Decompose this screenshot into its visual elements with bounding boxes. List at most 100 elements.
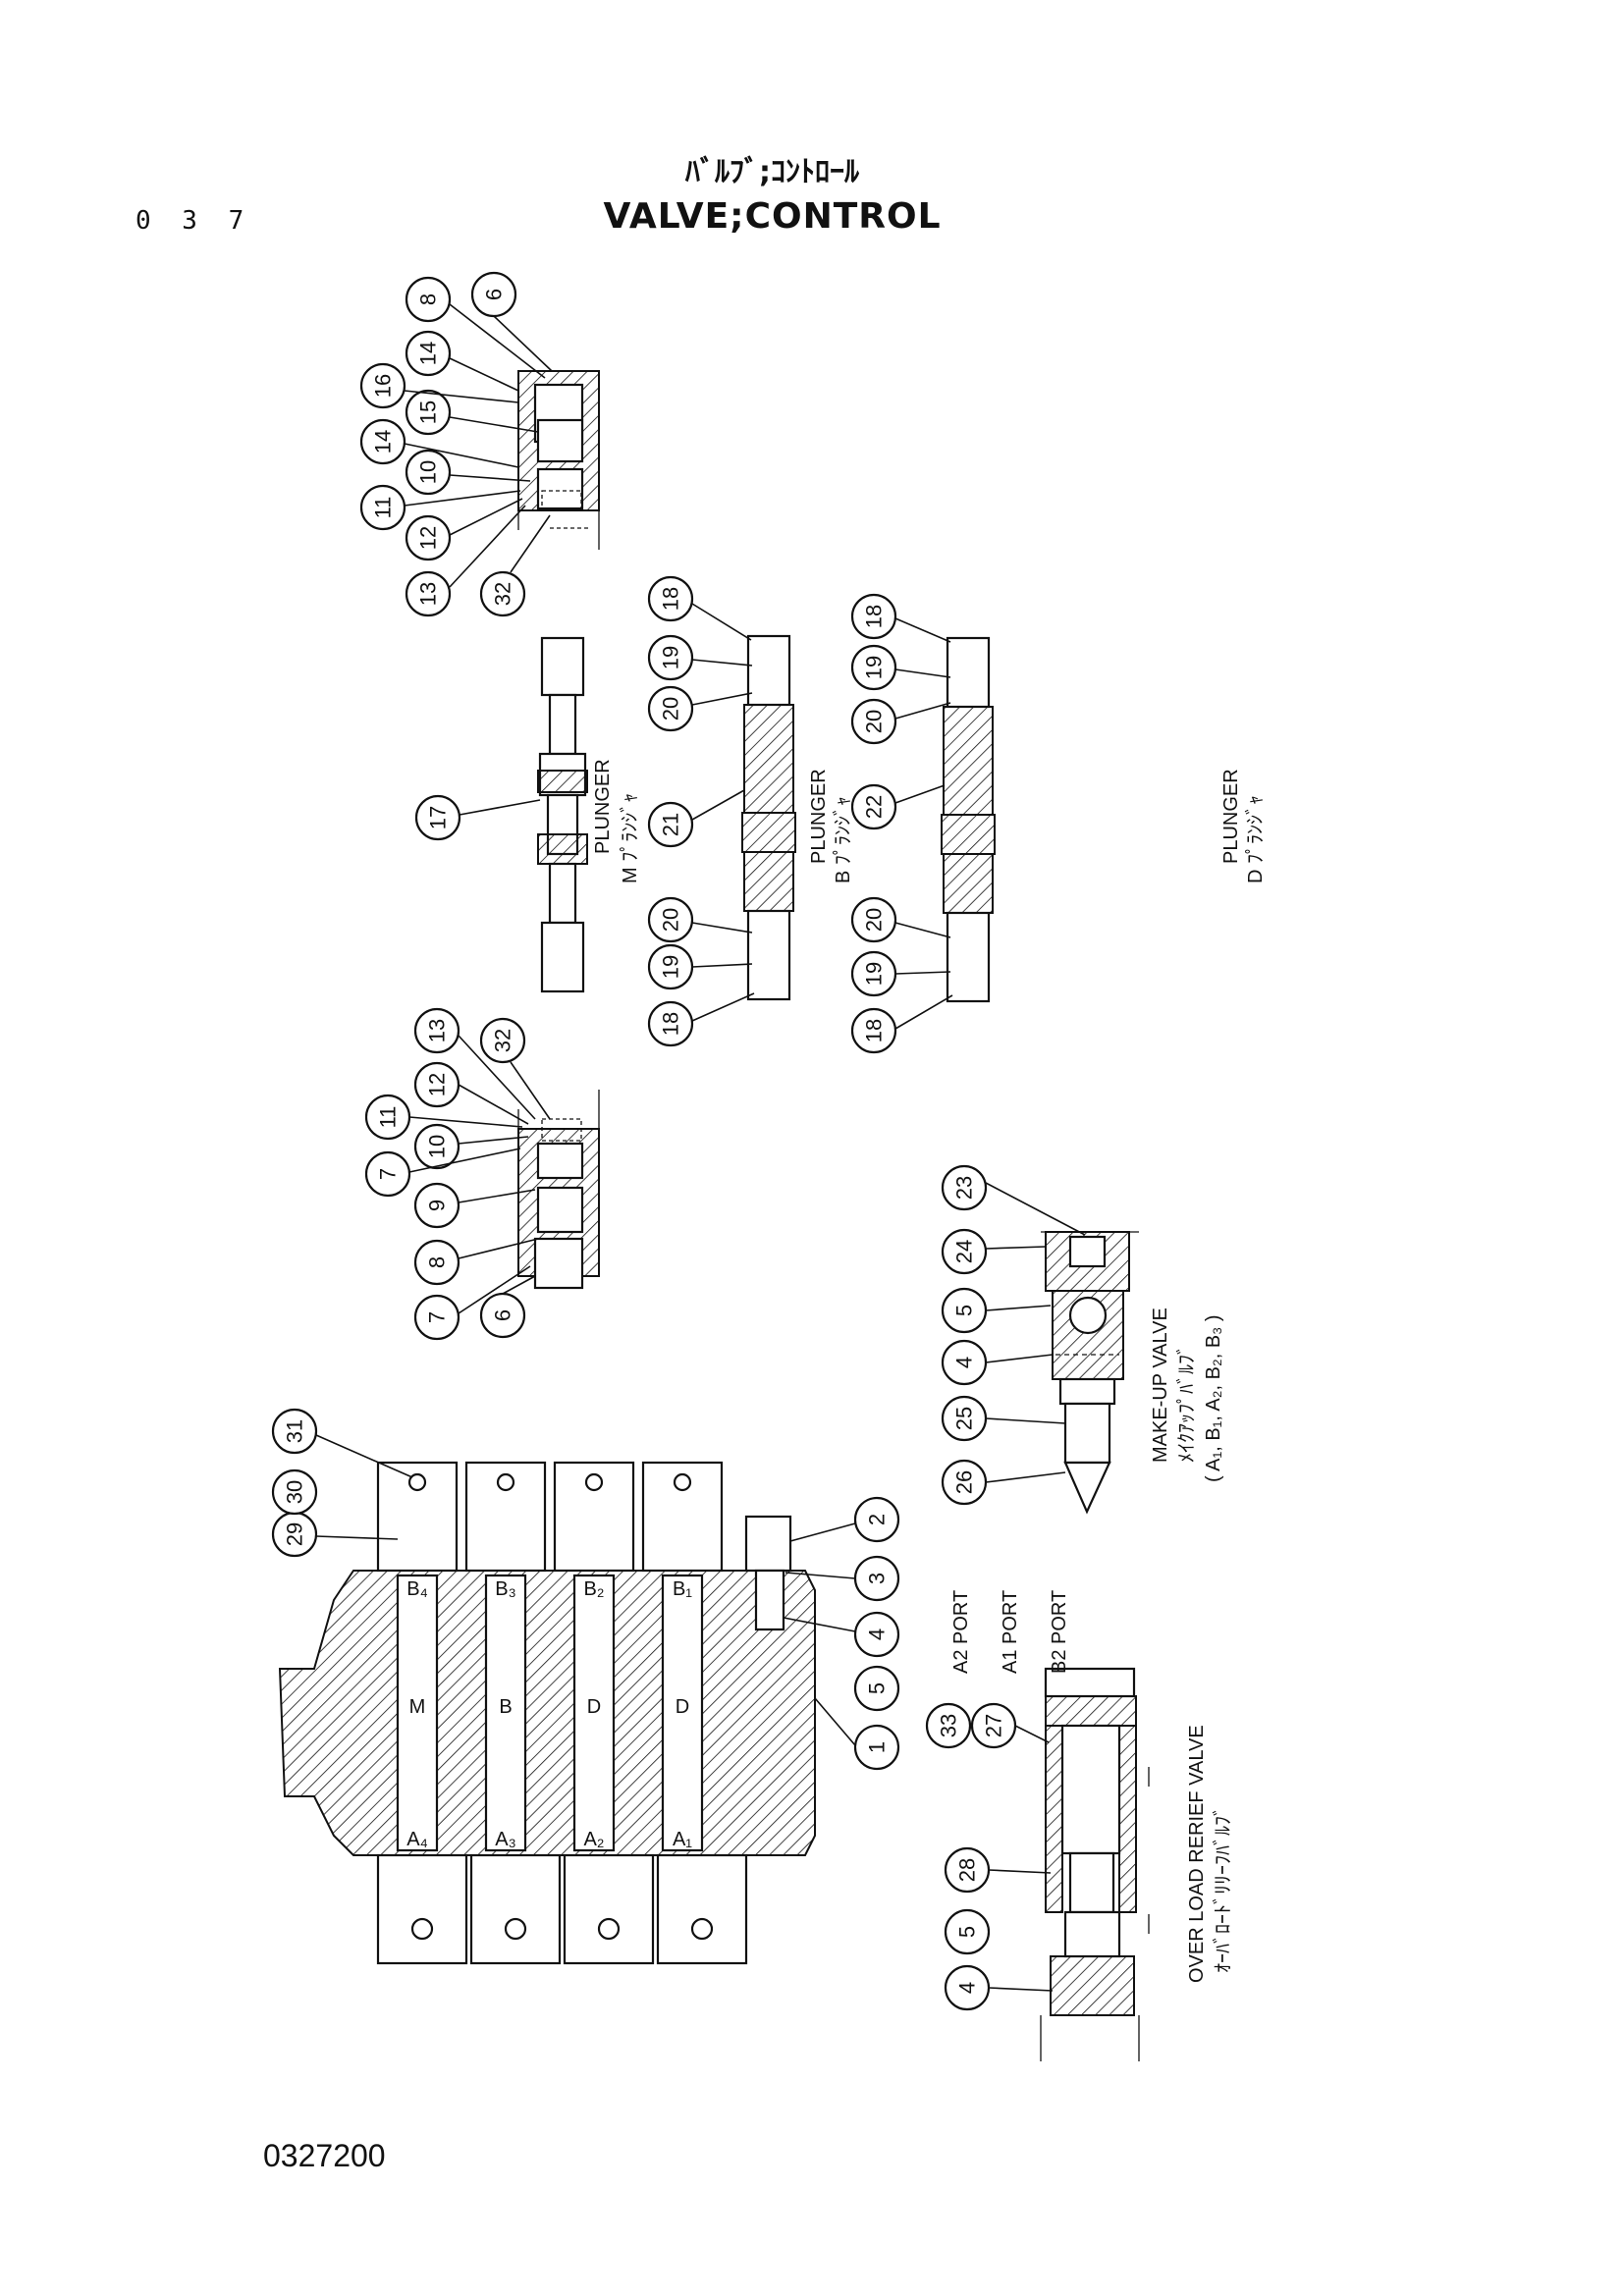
svg-text:32: 32 bbox=[491, 582, 515, 606]
callout-10-a: 10 bbox=[405, 449, 452, 496]
svg-text:A₂: A₂ bbox=[583, 1829, 604, 1850]
spool-labels: M B D D B₄ B₃ B₂ B₁ A₄ A₃ A₂ A₁ bbox=[406, 1578, 692, 1850]
svg-text:24: 24 bbox=[952, 1240, 977, 1263]
callout-33: 33 bbox=[925, 1702, 972, 1749]
callout-17: 17 bbox=[414, 794, 461, 841]
callout-20-a: 20 bbox=[647, 685, 694, 732]
svg-text:11: 11 bbox=[376, 1106, 401, 1129]
svg-text:4: 4 bbox=[955, 1982, 980, 1994]
leaders-plunger-d bbox=[894, 617, 953, 1030]
svg-text:25: 25 bbox=[952, 1407, 977, 1430]
page-number: 0 3 7 bbox=[135, 206, 252, 236]
plunger-d bbox=[941, 636, 996, 1003]
callout-7-b: 7 bbox=[413, 1294, 460, 1341]
callout-25: 25 bbox=[941, 1395, 988, 1442]
svg-text:A2 PORT: A2 PORT bbox=[950, 1590, 972, 1674]
callout-2: 2 bbox=[853, 1496, 900, 1543]
callout-4-a: 4 bbox=[941, 1339, 988, 1386]
callout-32-b: 32 bbox=[479, 1017, 526, 1064]
svg-text:( A₁, B₁, A₂, B₂, B₃ ): ( A₁, B₁, A₂, B₂, B₃ ) bbox=[1203, 1314, 1224, 1482]
svg-text:PLUNGER: PLUNGER bbox=[808, 769, 830, 864]
plunger-b-label: PLUNGER B ﾌﾟﾗﾝｼﾞｬ bbox=[808, 769, 854, 883]
callout-14-b: 14 bbox=[359, 418, 406, 465]
svg-text:18: 18 bbox=[862, 1019, 887, 1042]
callout-18-d: 18 bbox=[850, 1007, 897, 1054]
callout-32-a: 32 bbox=[479, 570, 526, 617]
svg-text:5: 5 bbox=[865, 1682, 890, 1694]
svg-text:ﾒｲｸｱｯﾌﾟﾊﾞﾙﾌﾞ: ﾒｲｸｱｯﾌﾟﾊﾞﾙﾌﾞ bbox=[1175, 1345, 1198, 1463]
svg-text:20: 20 bbox=[659, 908, 683, 932]
callout-29: 29 bbox=[271, 1511, 318, 1558]
callout-19-b: 19 bbox=[647, 943, 694, 990]
svg-text:28: 28 bbox=[955, 1858, 980, 1882]
callout-18-b: 18 bbox=[647, 1000, 694, 1047]
svg-text:18: 18 bbox=[659, 587, 683, 611]
svg-text:2: 2 bbox=[865, 1514, 890, 1525]
svg-text:OVER LOAD RERIEF VALVE: OVER LOAD RERIEF VALVE bbox=[1186, 1725, 1208, 1983]
callout-10-b: 10 bbox=[413, 1123, 460, 1170]
callout-26: 26 bbox=[941, 1459, 988, 1506]
svg-text:17: 17 bbox=[426, 806, 451, 829]
svg-text:D: D bbox=[676, 1696, 689, 1718]
callout-18-c: 18 bbox=[850, 593, 897, 640]
svg-text:M: M bbox=[409, 1696, 426, 1718]
svg-text:5: 5 bbox=[955, 1926, 980, 1938]
svg-text:19: 19 bbox=[862, 656, 887, 679]
callout-4-b: 4 bbox=[853, 1611, 900, 1658]
plunger-m bbox=[537, 636, 588, 993]
callout-7-a: 7 bbox=[364, 1150, 411, 1198]
callout-8-a: 8 bbox=[405, 276, 452, 323]
plunger-m-label: PLUNGER M ﾌﾟﾗﾝｼﾞｬ bbox=[592, 759, 641, 883]
callout-27: 27 bbox=[970, 1702, 1017, 1749]
callout-6-a: 6 bbox=[470, 271, 517, 318]
callout-13-b: 13 bbox=[413, 1007, 460, 1054]
leaders-valve-body bbox=[315, 1434, 856, 1746]
callout-5-a: 5 bbox=[941, 1287, 988, 1334]
callout-8-b: 8 bbox=[413, 1239, 460, 1286]
callout-19-c: 19 bbox=[850, 644, 897, 691]
callout-12-a: 12 bbox=[405, 514, 452, 561]
svg-text:14: 14 bbox=[371, 430, 396, 454]
svg-text:32: 32 bbox=[491, 1029, 515, 1052]
leaders-middle-cap bbox=[408, 1035, 551, 1314]
svg-text:B₂: B₂ bbox=[583, 1578, 604, 1600]
callout-5-b: 5 bbox=[853, 1665, 900, 1712]
svg-text:18: 18 bbox=[862, 605, 887, 628]
svg-text:22: 22 bbox=[862, 795, 887, 819]
svg-text:B₃: B₃ bbox=[495, 1578, 515, 1600]
svg-text:M ﾌﾟﾗﾝｼﾞｬ: M ﾌﾟﾗﾝｼﾞｬ bbox=[619, 793, 641, 883]
svg-text:7: 7 bbox=[425, 1311, 450, 1323]
svg-text:8: 8 bbox=[416, 294, 441, 305]
callout-19-a: 19 bbox=[647, 634, 694, 681]
callout-6-b: 6 bbox=[479, 1292, 526, 1339]
svg-text:8: 8 bbox=[425, 1256, 450, 1268]
svg-text:26: 26 bbox=[952, 1470, 977, 1494]
leaders-overload bbox=[988, 1725, 1054, 1992]
svg-text:5: 5 bbox=[952, 1305, 977, 1316]
svg-text:D: D bbox=[587, 1696, 601, 1718]
svg-text:4: 4 bbox=[952, 1357, 977, 1368]
callout-16: 16 bbox=[359, 362, 406, 409]
svg-text:D ﾌﾟﾗﾝｼﾞｬ: D ﾌﾟﾗﾝｼﾞｬ bbox=[1244, 795, 1267, 883]
callout-31: 31 bbox=[271, 1408, 318, 1455]
svg-text:19: 19 bbox=[659, 955, 683, 979]
callout-11-a: 11 bbox=[359, 484, 406, 531]
callout-9: 9 bbox=[413, 1182, 460, 1229]
svg-text:7: 7 bbox=[376, 1168, 401, 1180]
svg-text:B ﾌﾟﾗﾝｼﾞｬ: B ﾌﾟﾗﾝｼﾞｬ bbox=[832, 796, 854, 883]
cap-assembly-middle bbox=[517, 1090, 600, 1290]
svg-text:1: 1 bbox=[865, 1741, 890, 1753]
svg-text:3: 3 bbox=[865, 1573, 890, 1584]
svg-text:4: 4 bbox=[865, 1629, 890, 1640]
svg-text:B2 PORT: B2 PORT bbox=[1049, 1590, 1070, 1674]
callout-15: 15 bbox=[405, 389, 452, 436]
callout-20-d: 20 bbox=[850, 896, 897, 943]
svg-text:6: 6 bbox=[491, 1309, 515, 1321]
callout-21: 21 bbox=[647, 801, 694, 848]
callout-19-d: 19 bbox=[850, 950, 897, 997]
svg-text:PLUNGER: PLUNGER bbox=[592, 759, 614, 854]
svg-text:PLUNGER: PLUNGER bbox=[1220, 769, 1242, 864]
svg-text:12: 12 bbox=[416, 526, 441, 550]
svg-text:18: 18 bbox=[659, 1012, 683, 1036]
